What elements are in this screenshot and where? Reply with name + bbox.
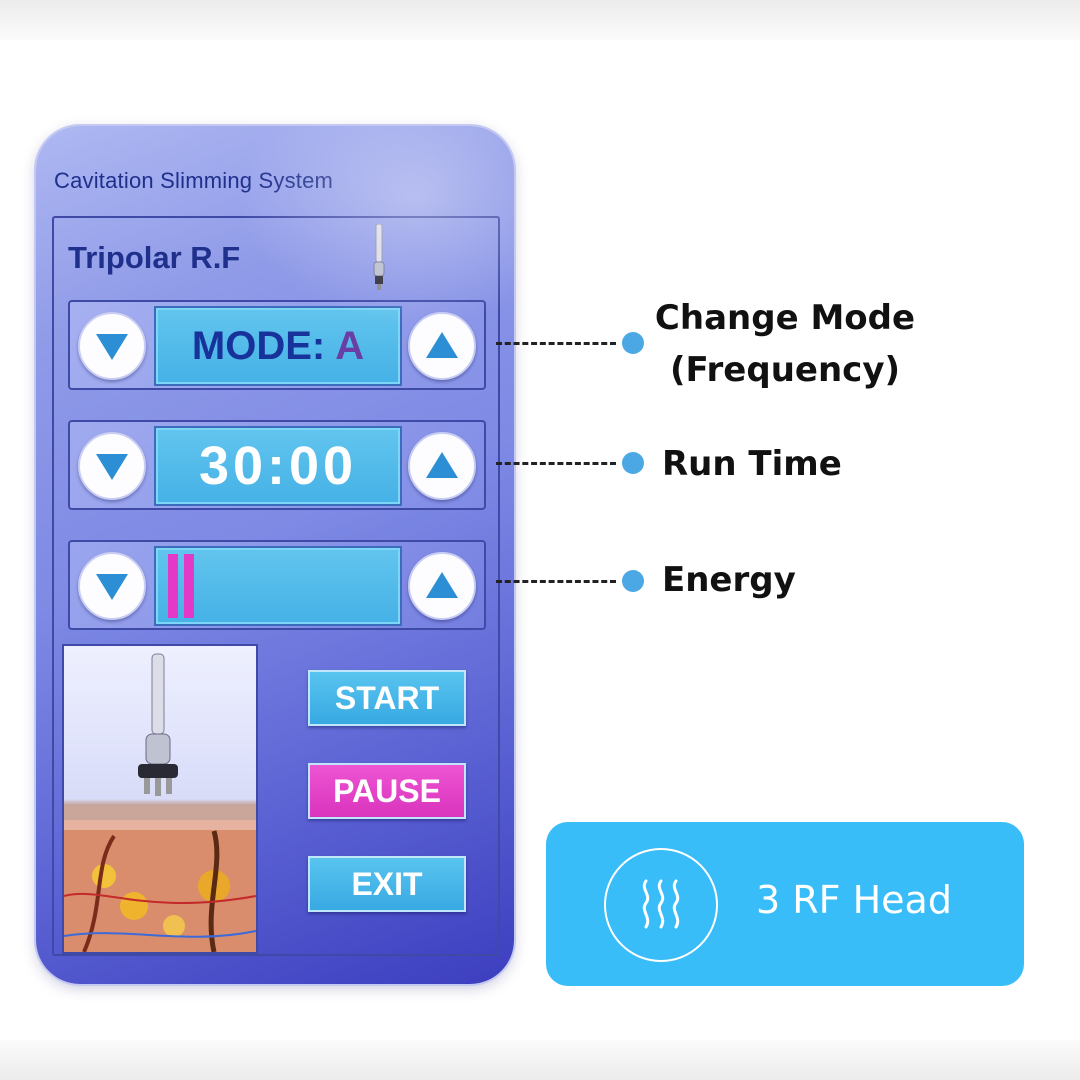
energy-level-bar <box>168 554 178 618</box>
mode-value: A <box>335 323 365 368</box>
energy-callout-dot <box>622 570 644 592</box>
pause-button[interactable]: PAUSE <box>308 763 466 819</box>
time-down-button[interactable] <box>78 432 146 500</box>
feature-card: 3 RF Head <box>546 822 1024 986</box>
energy-meter <box>154 546 402 626</box>
rf-probe-on-skin-image <box>64 653 256 952</box>
mode-label: MODE: <box>191 323 326 368</box>
energy-level-bar <box>184 554 194 618</box>
mode-leader-line <box>496 342 616 345</box>
mode-callout: Change Mode (Frequency) <box>650 292 920 396</box>
mode-title: Tripolar R.F <box>68 240 241 275</box>
time-callout: Run Time <box>662 444 842 484</box>
feature-label: 3 RF Head <box>756 878 952 922</box>
energy-row <box>68 540 486 630</box>
mode-row: MODE:A <box>68 300 486 390</box>
device-panel: Cavitation Slimming System Tripolar R.F … <box>36 126 514 984</box>
mode-up-button[interactable] <box>408 312 476 380</box>
top-backdrop <box>0 0 1080 40</box>
exit-button[interactable]: EXIT <box>308 856 466 912</box>
triangle-down-icon <box>96 454 128 480</box>
start-button[interactable]: START <box>308 670 466 726</box>
energy-callout: Energy <box>662 560 796 600</box>
energy-leader-line <box>496 580 616 583</box>
probe-icon <box>373 224 385 290</box>
mode-callout-subtitle: (Frequency) <box>669 350 901 390</box>
mode-callout-dot <box>622 332 644 354</box>
mode-display: MODE:A <box>154 306 402 386</box>
heat-waves-icon <box>642 879 680 929</box>
time-row: 30:00 <box>68 420 486 510</box>
triangle-down-icon <box>96 334 128 360</box>
mode-callout-title: Change Mode <box>654 298 916 338</box>
triangle-down-icon <box>96 574 128 600</box>
control-frame: Tripolar R.F MODE:A 30:00 <box>52 216 500 956</box>
energy-down-button[interactable] <box>78 552 146 620</box>
energy-up-button[interactable] <box>408 552 476 620</box>
mode-down-button[interactable] <box>78 312 146 380</box>
triangle-up-icon <box>426 572 458 598</box>
time-leader-line <box>496 462 616 465</box>
triangle-up-icon <box>426 332 458 358</box>
skin-illustration <box>62 644 258 954</box>
time-display: 30:00 <box>154 426 402 506</box>
time-callout-dot <box>622 452 644 474</box>
system-title: Cavitation Slimming System <box>54 168 334 193</box>
time-up-button[interactable] <box>408 432 476 500</box>
feature-icon-ring <box>604 848 718 962</box>
triangle-up-icon <box>426 452 458 478</box>
bottom-backdrop <box>0 1040 1080 1080</box>
